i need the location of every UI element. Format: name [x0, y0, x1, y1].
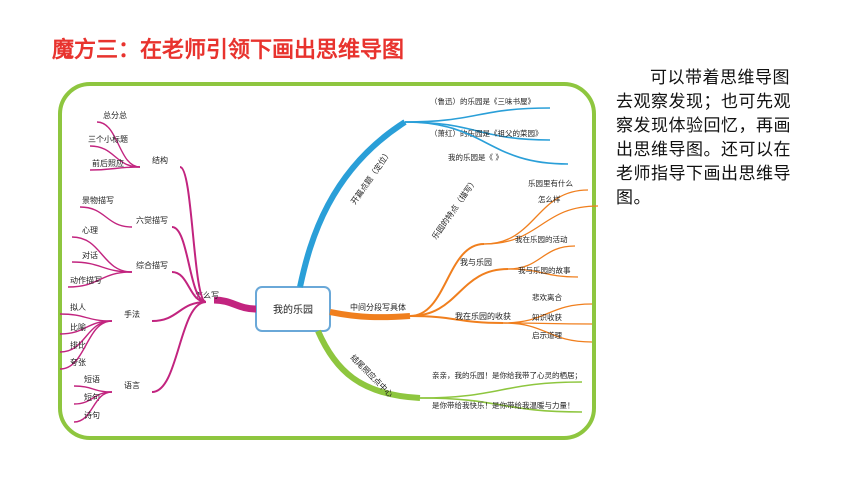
green-branch-label: 结尾照应点中心 — [349, 352, 396, 399]
left-group-branch — [151, 301, 207, 322]
left-item-branch — [59, 320, 113, 370]
orange-item-label: 怎么样 — [538, 194, 561, 204]
left-item-label: 诗句 — [84, 410, 100, 420]
green-item-label: 是你带给我快乐！是你带给我温暖与力量！ — [432, 400, 575, 410]
orange-sub-label: 我在乐园的收获 — [455, 311, 511, 321]
left-item-label: 总分总 — [103, 110, 127, 120]
blue-item-branch — [404, 121, 569, 165]
blue-item-label: （鲁迅）的乐园是《三味书屋》 — [430, 96, 535, 106]
blue-item-branch — [404, 107, 551, 123]
left-item-branch — [73, 391, 113, 423]
left-item-branch — [59, 320, 113, 353]
left-item-branch — [96, 121, 141, 168]
green-item-branch — [419, 397, 583, 413]
green-main-branch — [315, 329, 421, 401]
orange-branch-label: 中间分段写具体 — [350, 302, 406, 312]
orange-item-branch — [507, 268, 579, 278]
blue-main-branch — [297, 119, 407, 288]
left-item-branch — [67, 271, 133, 288]
orange-item-branch — [483, 189, 589, 245]
orange-sub-branch — [409, 315, 504, 324]
left-group-branch — [171, 226, 207, 303]
orange-sub-branch — [409, 268, 509, 317]
left-group-label: 手法 — [124, 309, 140, 319]
left-item-label: 拟人 — [70, 302, 86, 312]
orange-sub-label: 我与乐园 — [460, 257, 492, 267]
right-branches: 开篇点题（定位） （鲁迅）的乐园是《三味书屋》 （萧红）的乐园是《祖父的菜园》我的乐… — [297, 96, 599, 413]
orange-main-branch — [329, 309, 411, 321]
orange-item-branch — [502, 322, 593, 343]
left-item-label: 景物描写 — [82, 195, 114, 205]
left-item-label: 动作描写 — [70, 275, 102, 285]
left-item-label: 比喻 — [70, 322, 86, 332]
left-root-branch — [213, 296, 257, 313]
left-group-label: 语言 — [124, 380, 140, 390]
orange-sub-label: 乐园的特点（描写） — [429, 176, 478, 241]
left-group-branch — [151, 301, 207, 393]
left-item-branch — [79, 206, 133, 228]
orange-item-branch — [483, 205, 599, 245]
left-item-label: 短语 — [84, 374, 100, 384]
center-node: 我的乐园 — [255, 286, 331, 332]
left-item-branch — [59, 313, 113, 322]
left-item-branch — [89, 166, 141, 171]
orange-item-label: 乐园里有什么 — [528, 178, 573, 188]
side-description: 可以带着思维导图去观察发现；也可先观察发现体验回忆，再画出思维导图。还可以在老师… — [616, 68, 791, 208]
left-group-label: 结构 — [152, 155, 168, 165]
left-item-label: 夸张 — [70, 357, 86, 367]
green-item-branch — [419, 381, 583, 399]
left-root-label: 怎么写 — [195, 290, 219, 300]
left-group-branch — [179, 166, 207, 303]
left-item-label: 排比 — [70, 340, 86, 350]
left-group-label: 综合描写 — [136, 260, 168, 270]
blue-branch-label: 开篇点题（定位） — [348, 148, 393, 206]
orange-item-label: 我在乐园的活动 — [515, 234, 568, 244]
orange-item-branch — [502, 303, 593, 324]
left-group-label: 六觉描写 — [136, 215, 168, 225]
center-node-label: 我的乐园 — [273, 303, 313, 316]
orange-item-label: 我与乐园的故事 — [518, 265, 571, 275]
left-item-branch — [73, 385, 113, 393]
slide-title: 魔方三：在老师引领下画出思维导图 — [52, 38, 405, 63]
left-item-label: 对话 — [82, 250, 98, 260]
blue-item-label: 我的乐园是《 》 — [448, 152, 503, 162]
left-item-label: 三个小标题 — [88, 134, 128, 144]
blue-item-label: （萧红）的乐园是《祖父的菜园》 — [430, 128, 543, 138]
left-item-label: 心理 — [82, 226, 98, 235]
orange-sub-branch — [409, 243, 485, 317]
left-item-label: 前后照应 — [92, 158, 124, 168]
orange-item-label: 启示道理 — [532, 330, 562, 340]
orange-item-label: 知识收获 — [532, 312, 562, 322]
green-item-label: 亲亲，我的乐园！是你给我带了心灵的栖居； — [432, 370, 582, 380]
orange-item-label: 悲欢离合 — [532, 292, 562, 302]
mindmap-frame — [58, 82, 596, 440]
left-item-label: 短句 — [84, 392, 100, 402]
orange-item-branch — [507, 245, 576, 270]
